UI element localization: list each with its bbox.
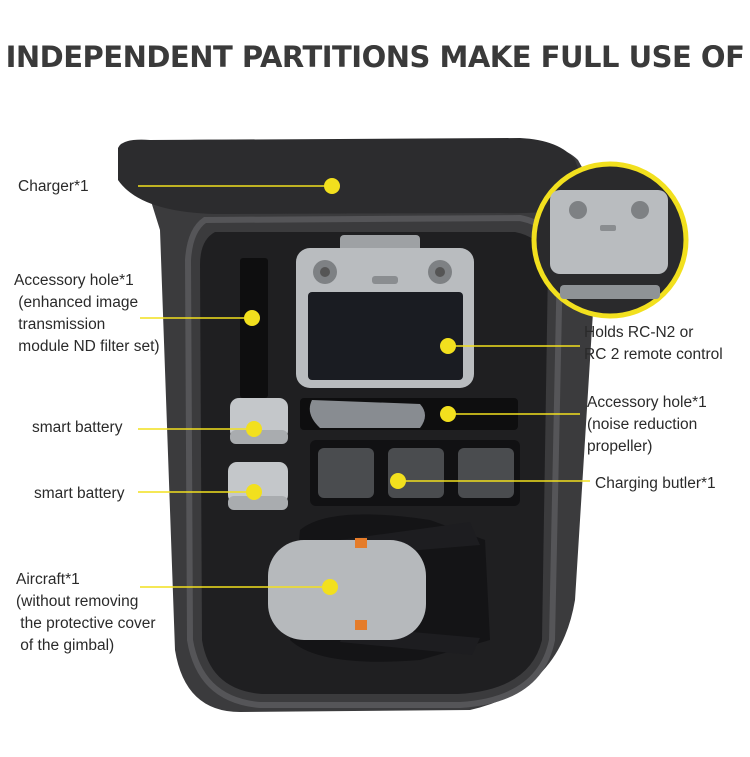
aircraft [268, 514, 490, 662]
label-accessory-hole-2: Accessory hole*1 (noise reduction propel… [587, 394, 707, 455]
label-charging-butler: Charging butler*1 [595, 475, 716, 492]
page-title: INDEPENDENT PARTITIONS MAKE FULL USE OF [5, 40, 745, 74]
callout-aircraft [140, 579, 338, 595]
inset-magnifier [531, 161, 689, 319]
accessory-slot-vertical [240, 258, 268, 398]
remote-controller [296, 235, 474, 388]
callout-smart-battery-2 [138, 484, 262, 500]
battery-bottom [228, 462, 288, 510]
label-aircraft: Aircraft*1 (without removing the protect… [16, 571, 156, 654]
charging-hub [310, 440, 520, 506]
battery-top [230, 398, 288, 444]
callout-accessory-hole-1 [140, 310, 260, 326]
callout-holds-rc [440, 338, 580, 354]
callout-accessory-hole-2 [440, 406, 580, 422]
propeller-bag [309, 400, 425, 428]
label-smart-battery-1: smart battery [32, 419, 123, 436]
label-smart-battery-2: smart battery [34, 485, 125, 502]
label-holds-rc: Holds RC-N2 or RC 2 remote control [584, 324, 723, 363]
callout-smart-battery-1 [138, 421, 262, 437]
label-accessory-hole-1: Accessory hole*1 (enhanced image transmi… [14, 272, 160, 355]
callout-charging-butler [390, 473, 590, 489]
label-charger: Charger*1 [18, 178, 89, 195]
case-lid [118, 138, 590, 214]
callout-charger [138, 178, 340, 194]
